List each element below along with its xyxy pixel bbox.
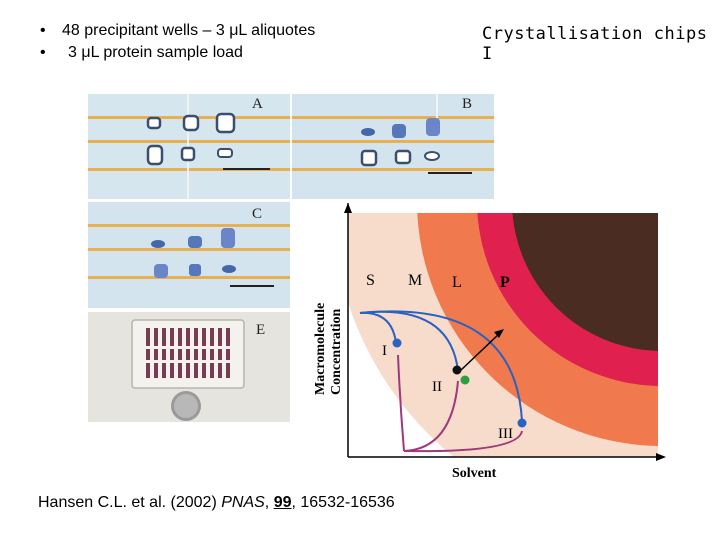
panel-label-e: E (256, 322, 266, 338)
path-label-ii: II (432, 379, 442, 395)
blue-path-3 (359, 310, 523, 422)
nucleation-arrow (459, 332, 501, 372)
panel-label-b: B (462, 96, 473, 112)
y-axis-label-line2: Concentration (329, 308, 344, 395)
magenta-path-2 (403, 380, 459, 452)
bullet-text: 3 μL protein sample load (68, 44, 243, 61)
region-label-l: L (452, 274, 462, 291)
path-label-iii: III (498, 426, 513, 442)
bullet-list: • 48 precipitant wells – 3 μL aliquotes … (40, 20, 315, 64)
citation-pages: , 16532-16536 (291, 494, 395, 511)
bullet-marker: • (40, 44, 46, 61)
region-label-s: S (366, 272, 375, 289)
magenta-path-3 (403, 430, 523, 453)
citation-separator: , (264, 494, 274, 511)
x-axis-arrow-icon (656, 453, 666, 461)
path-label-i: I (382, 343, 387, 359)
bullet-marker: • (40, 22, 46, 39)
citation-volume: 99 (273, 494, 292, 511)
panel-label-a: A (252, 96, 263, 112)
region-label-p: P (500, 274, 510, 291)
phase-diagram: S M L P I II III Macromolecule Concentra… (313, 203, 666, 481)
bullet-item: • 48 precipitant wells – 3 μL aliquotes (40, 20, 315, 42)
magenta-path-1 (397, 354, 405, 452)
bullet-item: • 3 μL protein sample load (40, 42, 315, 64)
path-point-i (392, 338, 402, 348)
x-axis-label: Solvent (452, 466, 497, 481)
path-point-iii (517, 418, 527, 428)
y-axis-arrow-icon (344, 203, 352, 213)
citation-journal: PNAS (221, 494, 265, 511)
slide-title: Crystallisation chips I (482, 24, 708, 64)
region-label-m: M (408, 272, 422, 289)
chip-image-a (88, 94, 290, 199)
precipitate-region (512, 213, 658, 351)
chip-photo-e (88, 312, 290, 422)
nucleation-point (452, 365, 462, 375)
citation-authors: Hansen C.L. et al. (2002) (38, 494, 217, 511)
nucleation-arrowhead-icon (494, 329, 504, 338)
citation: Hansen C.L. et al. (2002) PNAS, 99, 1653… (38, 494, 395, 512)
growth-point (460, 375, 470, 385)
chip-image-b (292, 94, 494, 199)
y-axis-label-line1: Macromolecule (313, 303, 328, 395)
panel-label-c: C (252, 206, 263, 222)
bullet-text: 48 precipitant wells – 3 μL aliquotes (62, 22, 316, 39)
chip-image-c (88, 202, 290, 308)
